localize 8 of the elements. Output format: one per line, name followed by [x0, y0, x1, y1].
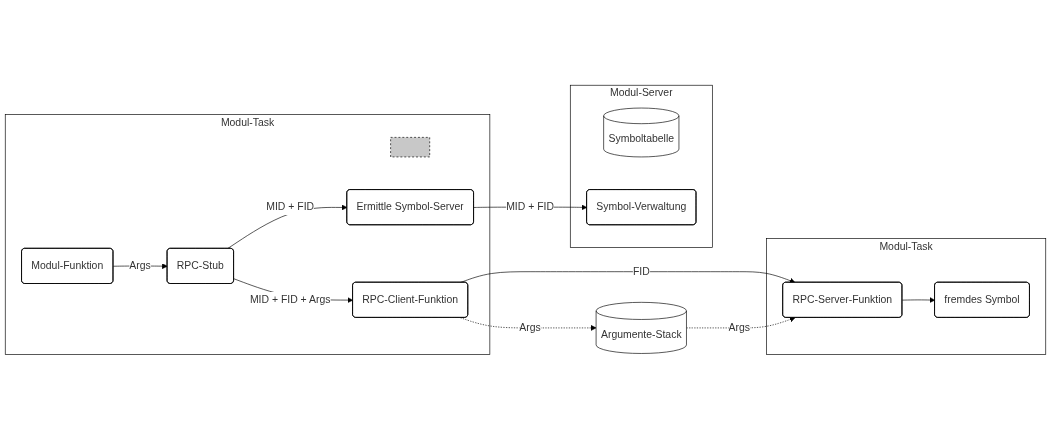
edge-label: MID + FID + Args: [249, 293, 331, 305]
edge-label: Args: [129, 259, 151, 271]
edge-label: Args: [728, 321, 751, 333]
edge-label: MID + FID: [266, 200, 315, 212]
edge-label: Args: [519, 321, 541, 333]
node-box: [390, 136, 431, 157]
edge-label: FID: [632, 265, 650, 277]
edge-label: MID + FID: [506, 200, 554, 212]
